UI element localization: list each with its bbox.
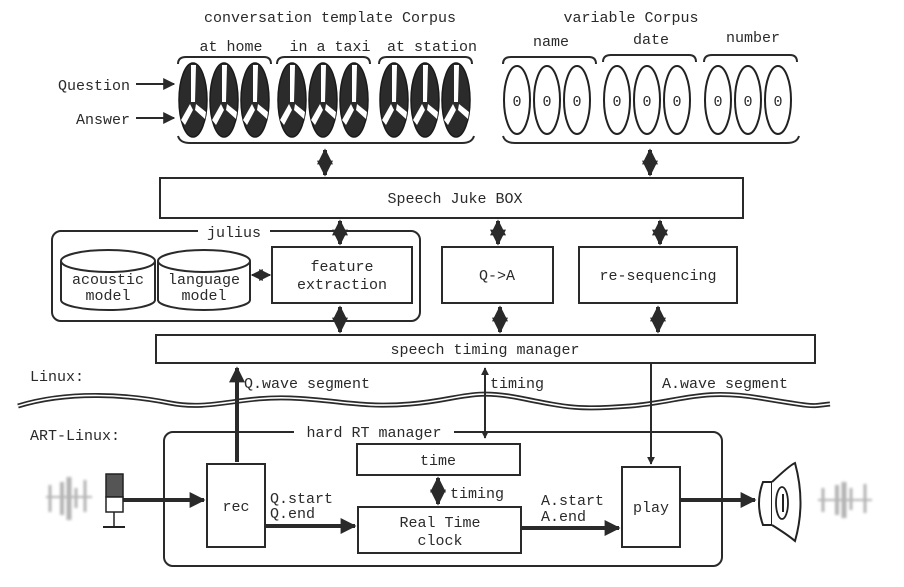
resequencing-box [578, 246, 738, 304]
speech-juke-box [159, 177, 744, 219]
microphone-icon [103, 473, 125, 528]
waveform-icon [818, 482, 872, 518]
q-end-label: Q.end [270, 506, 315, 523]
speaker-icon [758, 461, 802, 543]
conversation-discs [178, 62, 471, 138]
conversation-disc [277, 62, 307, 138]
q-wave-label: Q.wave segment [244, 376, 370, 393]
variable-disc: 0 [603, 65, 631, 135]
acoustic-model-db [60, 249, 156, 311]
disc-glyph: 0 [743, 94, 752, 111]
waveform-icon [46, 477, 92, 520]
speech-juke-box-label: Speech Juke BOX [387, 191, 522, 208]
rec-box [206, 463, 266, 548]
hard-rt-manager-label: hard RT manager [306, 425, 441, 442]
conversation-disc [308, 62, 338, 138]
play-box [621, 466, 681, 548]
question-label: Question [58, 78, 130, 95]
time-label: time [420, 453, 456, 470]
real-time-clock-label: Real Time [399, 515, 480, 532]
conversation-disc [339, 62, 369, 138]
corpus-group-label: at station [387, 39, 477, 56]
feature-extraction-label: feature [310, 259, 373, 276]
language-model-db [157, 249, 251, 311]
q-to-a-label: Q->A [479, 268, 515, 285]
variable-disc: 0 [633, 65, 661, 135]
disc-glyph: 0 [542, 94, 551, 111]
language-model-label: model [181, 288, 226, 305]
language-model-label: language [168, 272, 240, 289]
variable-disc: 0 [734, 65, 762, 135]
disc-glyph: 0 [572, 94, 581, 111]
variable-corpus-title: variable Corpus [563, 10, 698, 27]
play-label: play [633, 500, 669, 517]
os-boundary [17, 391, 831, 411]
disc-glyph: 0 [512, 94, 521, 111]
feature-extraction-box [271, 246, 413, 304]
variable-disc: 0 [563, 65, 591, 135]
art-linux-layer-label: ART-Linux: [30, 428, 120, 445]
variable-group-label: date [633, 32, 669, 49]
q-start-label: Q.start [270, 491, 333, 508]
acoustic-model-label: acoustic [72, 272, 144, 289]
q-to-a-box [441, 246, 554, 304]
conversation-disc [441, 62, 471, 138]
corpus-group-label: in a taxi [289, 39, 370, 56]
variable-discs: 0 0 0 0 0 0 0 0 0 [503, 65, 792, 135]
speech-timing-manager-box [155, 334, 816, 364]
conversation-disc [410, 62, 440, 138]
disc-glyph: 0 [713, 94, 722, 111]
acoustic-model-label: model [85, 288, 130, 305]
variable-group-label: number [726, 30, 780, 47]
group-braces [177, 54, 800, 144]
variable-disc: 0 [704, 65, 732, 135]
conversation-disc [379, 62, 409, 138]
real-time-clock-label: clock [417, 533, 462, 550]
feature-extraction-label: extraction [297, 277, 387, 294]
conversation-disc [240, 62, 270, 138]
variable-group-label: name [533, 34, 569, 51]
disc-glyph: 0 [672, 94, 681, 111]
conversation-corpus-title: conversation template Corpus [204, 10, 456, 27]
resequencing-label: re-sequencing [599, 268, 716, 285]
variable-disc: 0 [663, 65, 691, 135]
variable-disc: 0 [503, 65, 531, 135]
disc-glyph: 0 [612, 94, 621, 111]
rec-label: rec [222, 499, 249, 516]
variable-disc: 0 [533, 65, 561, 135]
variable-disc: 0 [764, 65, 792, 135]
disc-glyph: 0 [773, 94, 782, 111]
linux-layer-label: Linux: [30, 369, 84, 386]
conversation-disc [209, 62, 239, 138]
julius-label: julius [207, 225, 261, 242]
timing-inner-label: timing [450, 486, 504, 503]
answer-label: Answer [76, 112, 130, 129]
speech-timing-manager-label: speech timing manager [390, 342, 579, 359]
a-end-label: A.end [541, 509, 586, 526]
a-start-label: A.start [541, 493, 604, 510]
disc-glyph: 0 [642, 94, 651, 111]
timing-label: timing [490, 376, 544, 393]
real-time-clock-box [357, 506, 522, 554]
time-box [356, 443, 521, 476]
a-wave-label: A.wave segment [662, 376, 788, 393]
corpus-group-label: at home [199, 39, 262, 56]
conversation-disc [178, 62, 208, 138]
